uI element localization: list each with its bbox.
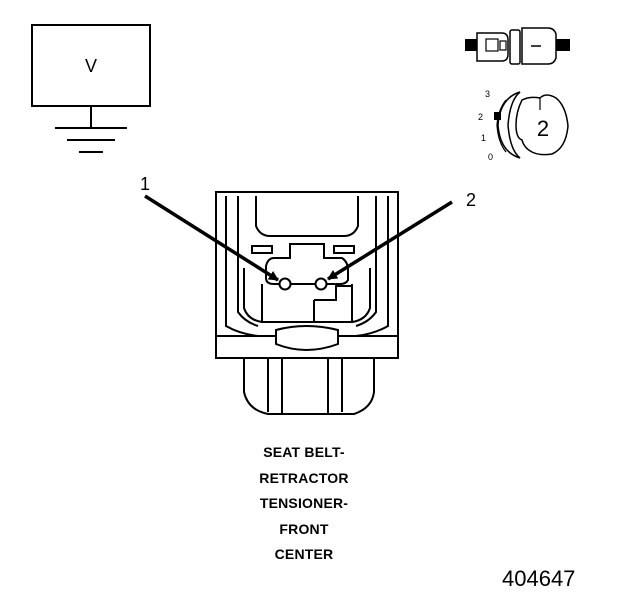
pin-1-label: 1 bbox=[140, 174, 150, 194]
voltmeter-symbol: V bbox=[31, 24, 151, 153]
terminal-2 bbox=[314, 277, 328, 291]
scale-mark-3: 3 bbox=[485, 89, 490, 99]
caption-line-4: FRONT bbox=[279, 521, 329, 537]
terminal-1 bbox=[278, 277, 292, 291]
selector-dial-icon: 3 2 1 0 2 bbox=[478, 89, 569, 162]
scale-mark-1: 1 bbox=[481, 133, 486, 143]
caption-line-5: CENTER bbox=[274, 546, 334, 562]
pin-2-label: 2 bbox=[466, 190, 476, 210]
dial-position-label: 2 bbox=[537, 116, 549, 141]
seat-belt-connector bbox=[215, 191, 399, 415]
caption-line-3: TENSIONER- bbox=[259, 495, 349, 511]
pin-2-arrow bbox=[327, 200, 453, 281]
caption-line-1: SEAT BELT- bbox=[263, 444, 345, 460]
pin-arrows: 1 2 bbox=[140, 174, 476, 282]
ground-icon bbox=[55, 127, 127, 153]
connector-probe-icon bbox=[465, 27, 570, 65]
voltmeter-label: V bbox=[85, 56, 97, 76]
figure-number: 404647 bbox=[502, 566, 576, 591]
caption-line-2: RETRACTOR bbox=[259, 470, 349, 486]
scale-mark-0: 0 bbox=[488, 152, 493, 162]
scale-mark-2: 2 bbox=[478, 112, 483, 122]
pin-1-arrow bbox=[144, 194, 279, 282]
